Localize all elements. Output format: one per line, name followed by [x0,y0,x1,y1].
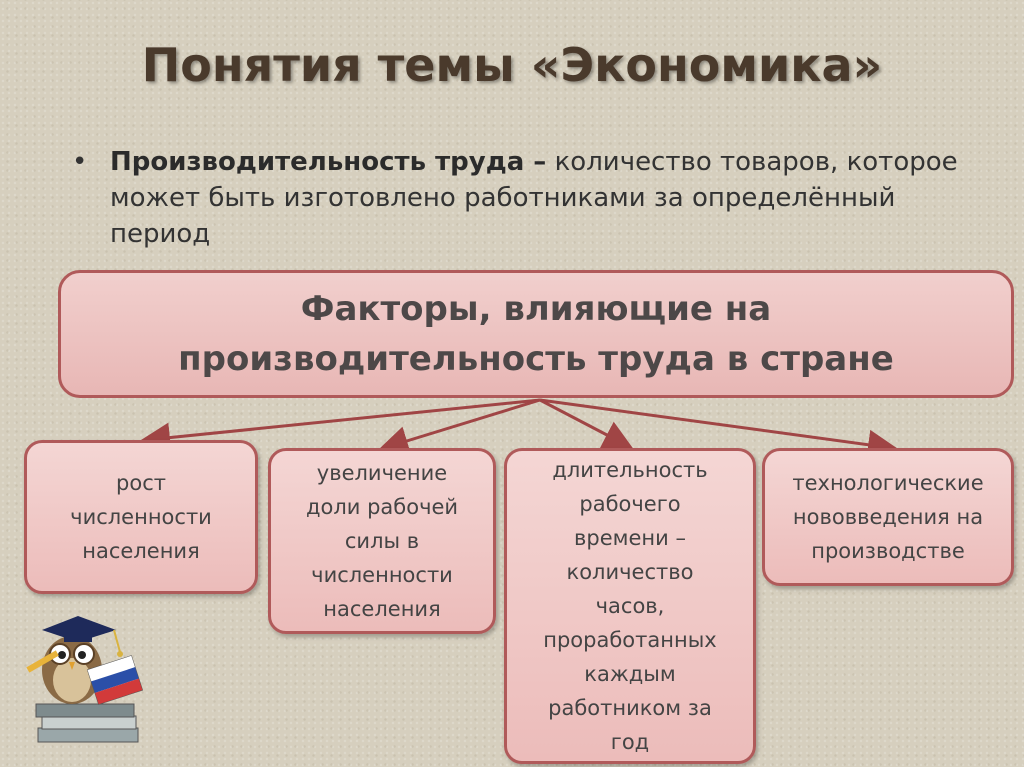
arrow-to-factor-3 [539,398,634,449]
factor-box-2: увеличение доли рабочей силы в численнос… [268,448,496,634]
slide-title: Понятия темы «Экономика» [141,38,883,92]
arrow-to-factor-4 [539,398,898,460]
owl-books-icon [26,616,144,743]
arrow-to-factor-2 [378,398,541,456]
definition-bullet: • Производительность труда – количество … [72,144,992,252]
factor-label-2: увеличение доли рабочей силы в численнос… [305,461,459,621]
definition-body: количество товаров, которое может быть и… [110,147,958,249]
arrow-to-factor-1 [140,398,541,453]
definition-text: Производительность труда – количество то… [110,144,992,252]
factor-label-3: длительность рабочего времени – количест… [543,458,717,754]
factor-box-1: рост численности населения [24,440,258,594]
bullet-dot-icon: • [72,147,88,177]
factor-box-3: длительность рабочего времени – количест… [504,448,756,764]
factor-label-1: рост численности населения [70,471,212,563]
definition-term: Производительность труда – [110,147,547,177]
factor-box-4: технологические нововведения на производ… [762,448,1014,586]
factors-root-box: Факторы, влияющие на производительность … [58,270,1014,398]
factor-label-4: технологические нововведения на производ… [792,471,984,563]
factors-root-label: Факторы, влияющие на производительность … [178,289,894,379]
